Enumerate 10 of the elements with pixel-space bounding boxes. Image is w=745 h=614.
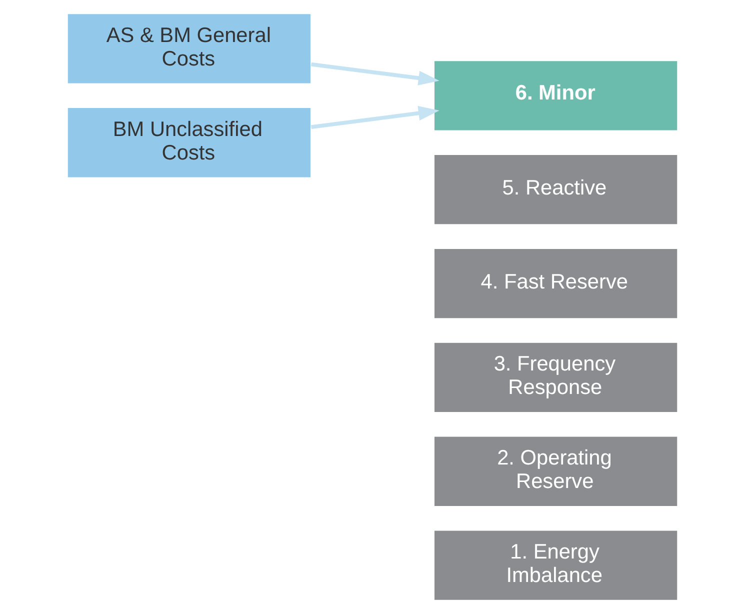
node-box: 5. Reactive [433, 154, 678, 226]
arrow [310, 62, 440, 86]
node-box: 1. Energy Imbalance [433, 529, 678, 602]
node-box: AS & BM General Costs [66, 12, 312, 85]
arrow [310, 106, 440, 129]
node-box: BM Unclassified Costs [66, 106, 312, 178]
node-box: 2. Operating Reserve [433, 436, 678, 508]
node-box: 6. Minor [433, 60, 678, 132]
node-box: 4. Fast Reserve [433, 248, 678, 320]
node-box: 3. Frequency Response [433, 342, 678, 414]
